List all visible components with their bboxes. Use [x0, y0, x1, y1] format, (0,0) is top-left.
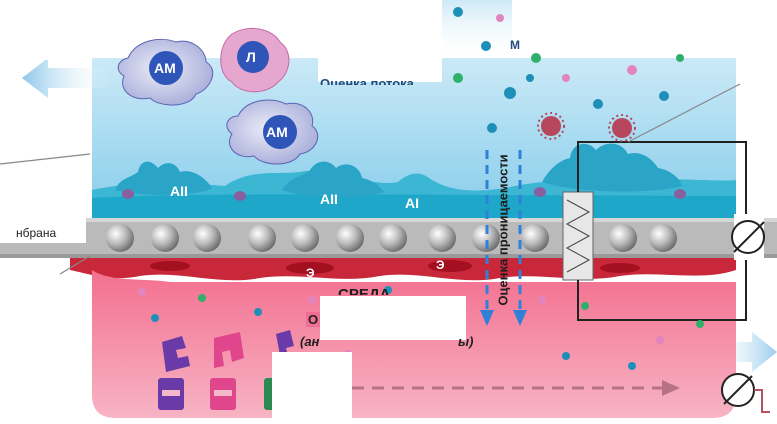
medium-channel [92, 270, 736, 418]
aii-label-left: AII [170, 183, 188, 199]
anti-label-c: ы) [458, 334, 474, 349]
flow-arrow-left [22, 58, 112, 98]
air-inlet-column [442, 0, 512, 60]
aii-cell-mid [282, 161, 384, 198]
am-label-mid: AM [266, 124, 288, 140]
ai-label: AI [405, 195, 419, 211]
e-label-left: Э [306, 266, 315, 280]
aii-cell-left [115, 161, 212, 196]
permeability-assessment-label: Оценка проницаемости [495, 154, 511, 306]
membrane-beads [106, 224, 677, 252]
e-label-right: Э [436, 258, 445, 272]
anti-label-b: (ан [300, 334, 320, 349]
flow-assessment-label: Оценка потока [320, 76, 414, 91]
m-label: М [510, 38, 520, 52]
membrane-label: нбрана [16, 226, 57, 240]
am-label-left: AM [154, 60, 176, 76]
anti-label-a: О [306, 312, 321, 327]
virus-particles [537, 112, 636, 142]
l-label: Л [246, 49, 256, 65]
medium-particles [138, 286, 704, 370]
air-particles [453, 7, 684, 133]
aii-label-mid: AII [320, 191, 338, 207]
medium-label: СРЕДА [338, 286, 391, 303]
